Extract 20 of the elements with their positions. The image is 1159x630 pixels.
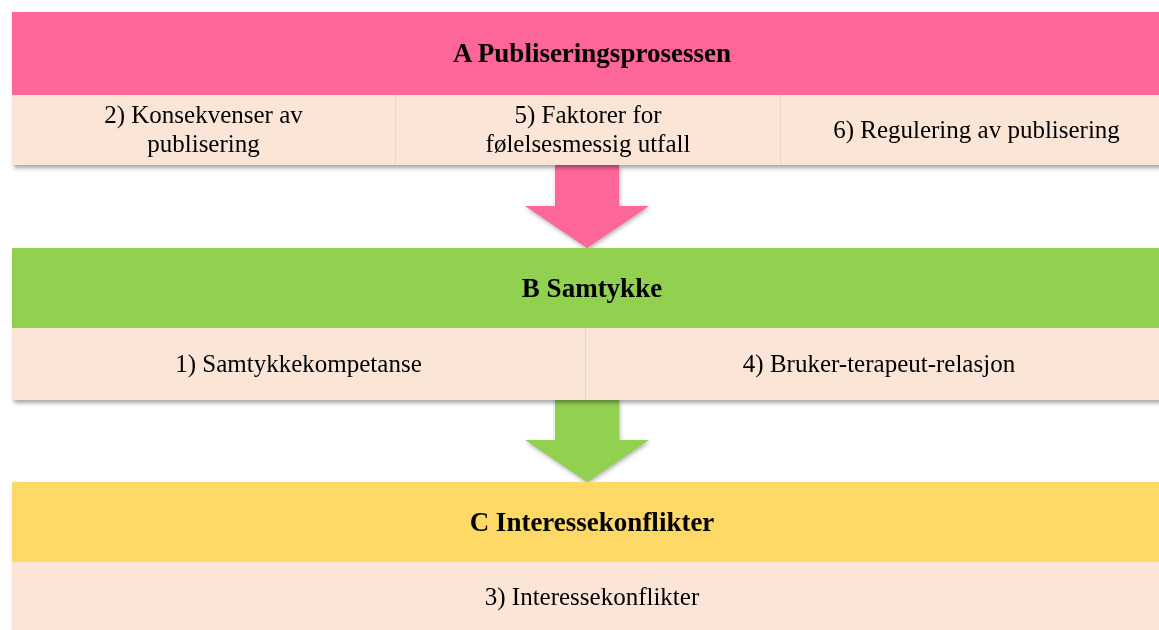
topic-cell: [12, 95, 395, 165]
section-heading: A Publiseringsprosessen: [453, 38, 731, 69]
section-band: [12, 12, 1159, 165]
topic-cell: [585, 328, 1159, 400]
block-arrow: [525, 165, 649, 248]
section-heading: C Interessekonflikter: [469, 506, 715, 538]
topic-cell: [12, 328, 585, 400]
block-arrow: [525, 400, 649, 482]
topic-text: 2) Konsekvenser av publisering: [103, 101, 304, 159]
section-band: [12, 248, 1159, 400]
topic-cell: [395, 95, 780, 165]
topic-text: 5) Faktorer for følelsesmessig utfall: [484, 101, 692, 159]
topic-text: 4) Bruker-terapeut-relasjon: [742, 349, 1016, 379]
topic-cell: [780, 95, 1159, 165]
topic-text: 3) Interessekonflikter: [484, 582, 700, 612]
topic-text: 1) Samtykkekompetanse: [175, 349, 422, 379]
section-band: [12, 482, 1159, 630]
topic-text: 6) Regulering av publisering: [833, 115, 1120, 145]
section-heading: B Samtykke: [521, 272, 663, 304]
topic-cell: [12, 562, 1159, 630]
